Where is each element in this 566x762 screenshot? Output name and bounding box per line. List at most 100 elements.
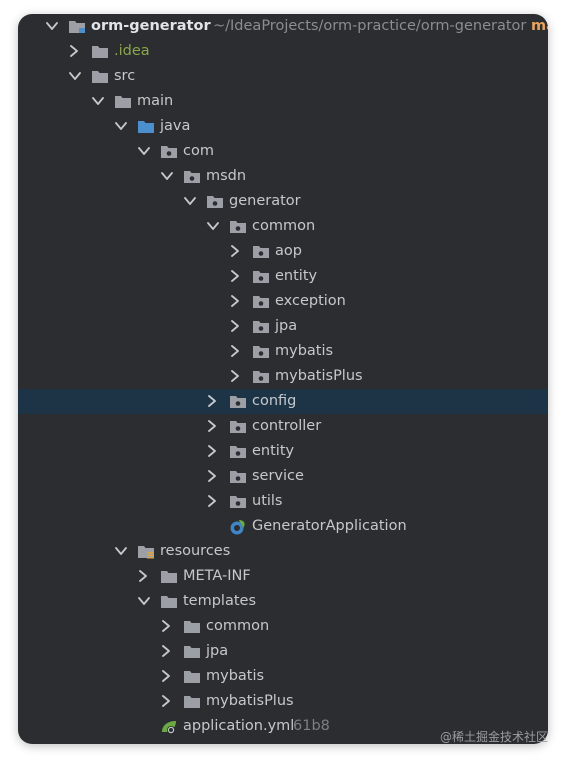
package-icon	[229, 464, 247, 489]
tree-node[interactable]: utils	[18, 489, 548, 514]
tree-node[interactable]: entity	[18, 264, 548, 289]
folder-icon	[183, 614, 201, 639]
git-branch-label: mast	[531, 18, 548, 34]
tree-node-label: templates	[183, 593, 257, 609]
chevron-down-icon[interactable]	[161, 164, 175, 189]
tree-node-label: java	[160, 118, 191, 134]
chevron-down-icon[interactable]	[46, 14, 60, 39]
tree-node-label: generator	[229, 193, 301, 209]
spring-class-icon	[229, 514, 247, 539]
tree-node[interactable]: mybatisPlus	[18, 364, 548, 389]
tree-node[interactable]: src	[18, 64, 548, 89]
tree-node-label: utils	[252, 493, 283, 509]
tree-node-label: META-INF	[183, 568, 251, 584]
chevron-right-icon[interactable]	[230, 289, 244, 314]
module-folder-icon	[68, 14, 86, 39]
tree-node[interactable]: templates	[18, 589, 548, 614]
package-icon	[206, 189, 224, 214]
chevron-down-icon[interactable]	[138, 589, 152, 614]
package-icon	[229, 214, 247, 239]
tree-node[interactable]: exception	[18, 289, 548, 314]
chevron-right-icon[interactable]	[161, 614, 175, 639]
tree-node-label: mybatisPlus	[206, 693, 294, 709]
tree-node[interactable]: com	[18, 139, 548, 164]
tree-node[interactable]: META-INF	[18, 564, 548, 589]
tree-node-label: jpa	[275, 318, 298, 334]
chevron-right-icon[interactable]	[138, 564, 152, 589]
tree-node[interactable]: controller	[18, 414, 548, 439]
source-folder-icon	[137, 114, 155, 139]
tree-node-label: exception	[275, 293, 346, 309]
tree-node[interactable]: config	[18, 389, 548, 414]
tree-node[interactable]: mybatis	[18, 339, 548, 364]
tree-node-label: msdn	[206, 168, 247, 184]
tree-node[interactable]: entity	[18, 439, 548, 464]
package-icon	[252, 264, 270, 289]
tree-node[interactable]: mybatis	[18, 664, 548, 689]
chevron-down-icon[interactable]	[115, 114, 129, 139]
tree-node-label: .idea	[114, 43, 150, 59]
tree-node[interactable]: GeneratorApplication	[18, 514, 548, 539]
chevron-right-icon[interactable]	[69, 39, 83, 64]
tree-node[interactable]: jpa	[18, 314, 548, 339]
tree-node[interactable]: common	[18, 614, 548, 639]
chevron-right-icon[interactable]	[207, 389, 221, 414]
tree-node[interactable]: main	[18, 89, 548, 114]
chevron-right-icon[interactable]	[161, 639, 175, 664]
chevron-right-icon[interactable]	[207, 489, 221, 514]
tree-node[interactable]: aop	[18, 239, 548, 264]
tree-node[interactable]: msdn	[18, 164, 548, 189]
chevron-right-icon[interactable]	[207, 414, 221, 439]
chevron-down-icon[interactable]	[138, 139, 152, 164]
chevron-down-icon[interactable]	[115, 539, 129, 564]
tree-node-label: src	[114, 68, 136, 84]
tree-node[interactable]: java	[18, 114, 548, 139]
tree-node-label: GeneratorApplication	[252, 518, 407, 534]
chevron-right-icon[interactable]	[230, 364, 244, 389]
package-icon	[229, 414, 247, 439]
tree-node-label: mybatisPlus	[275, 368, 363, 384]
watermark: @稀土掘金技术社区	[440, 730, 549, 744]
tree-node-label: application.yml	[183, 718, 295, 734]
tree-node-label: resources	[160, 543, 231, 559]
package-icon	[229, 439, 247, 464]
resources-folder-icon	[137, 539, 155, 564]
chevron-right-icon[interactable]	[161, 689, 175, 714]
tree-node-label: mybatis	[275, 343, 334, 359]
folder-icon	[183, 639, 201, 664]
tree-node[interactable]: common	[18, 214, 548, 239]
chevron-down-icon[interactable]	[207, 214, 221, 239]
folder-icon	[91, 39, 109, 64]
chevron-right-icon[interactable]	[207, 464, 221, 489]
package-icon	[252, 289, 270, 314]
tree-node-label: controller	[252, 418, 322, 434]
folder-icon	[183, 689, 201, 714]
chevron-right-icon[interactable]	[230, 239, 244, 264]
tree-node[interactable]: service	[18, 464, 548, 489]
chevron-right-icon[interactable]	[207, 439, 221, 464]
chevron-right-icon[interactable]	[161, 664, 175, 689]
package-icon	[252, 364, 270, 389]
tree-node[interactable]: mybatisPlus	[18, 689, 548, 714]
chevron-down-icon[interactable]	[184, 189, 198, 214]
tree-node-label: service	[252, 468, 304, 484]
tree-root-row[interactable]: orm-generator~/IdeaProjects/orm-practice…	[18, 14, 548, 39]
tree-node[interactable]: .idea	[18, 39, 548, 64]
tree-node[interactable]: jpa	[18, 639, 548, 664]
tree-node-label: common	[206, 618, 270, 634]
tree-node[interactable]: resources	[18, 539, 548, 564]
tree-node-label: entity	[275, 268, 318, 284]
package-icon	[252, 314, 270, 339]
folder-icon	[160, 589, 178, 614]
chevron-right-icon[interactable]	[230, 339, 244, 364]
chevron-down-icon[interactable]	[92, 89, 106, 114]
chevron-right-icon[interactable]	[230, 314, 244, 339]
chevron-right-icon[interactable]	[230, 264, 244, 289]
tree-node-label: jpa	[206, 643, 229, 659]
tree-node[interactable]: generator	[18, 189, 548, 214]
chevron-down-icon[interactable]	[69, 64, 83, 89]
folder-icon	[160, 564, 178, 589]
tree-node-label: orm-generator	[91, 18, 211, 34]
tree-node-label: mybatis	[206, 668, 265, 684]
